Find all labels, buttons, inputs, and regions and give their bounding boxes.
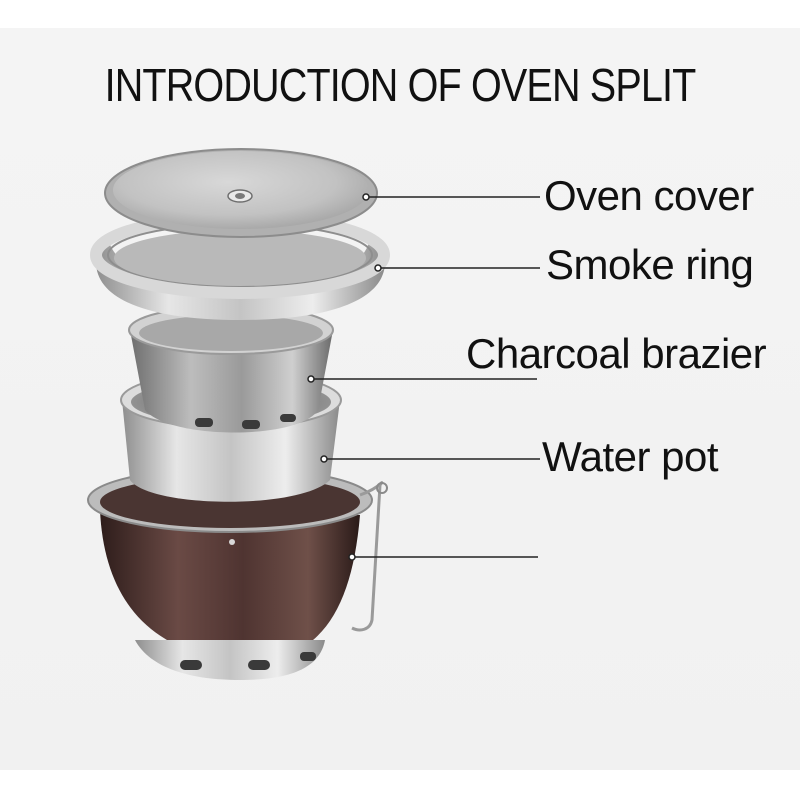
leader-lines bbox=[307, 193, 540, 561]
label-charcoal-brazier: Charcoal brazier bbox=[466, 330, 767, 377]
label-water-pot: Water pot bbox=[542, 433, 719, 480]
label-smoke-ring: Smoke ring bbox=[546, 241, 754, 288]
smoke-ring bbox=[90, 211, 390, 320]
bottom-band bbox=[0, 770, 800, 800]
oven-cover bbox=[104, 148, 378, 238]
top-band bbox=[0, 0, 800, 28]
label-oven-cover: Oven cover bbox=[544, 172, 754, 219]
charcoal-brazier bbox=[128, 305, 334, 433]
page-title: INTRODUCTION OF OVEN SPLIT bbox=[104, 59, 697, 111]
